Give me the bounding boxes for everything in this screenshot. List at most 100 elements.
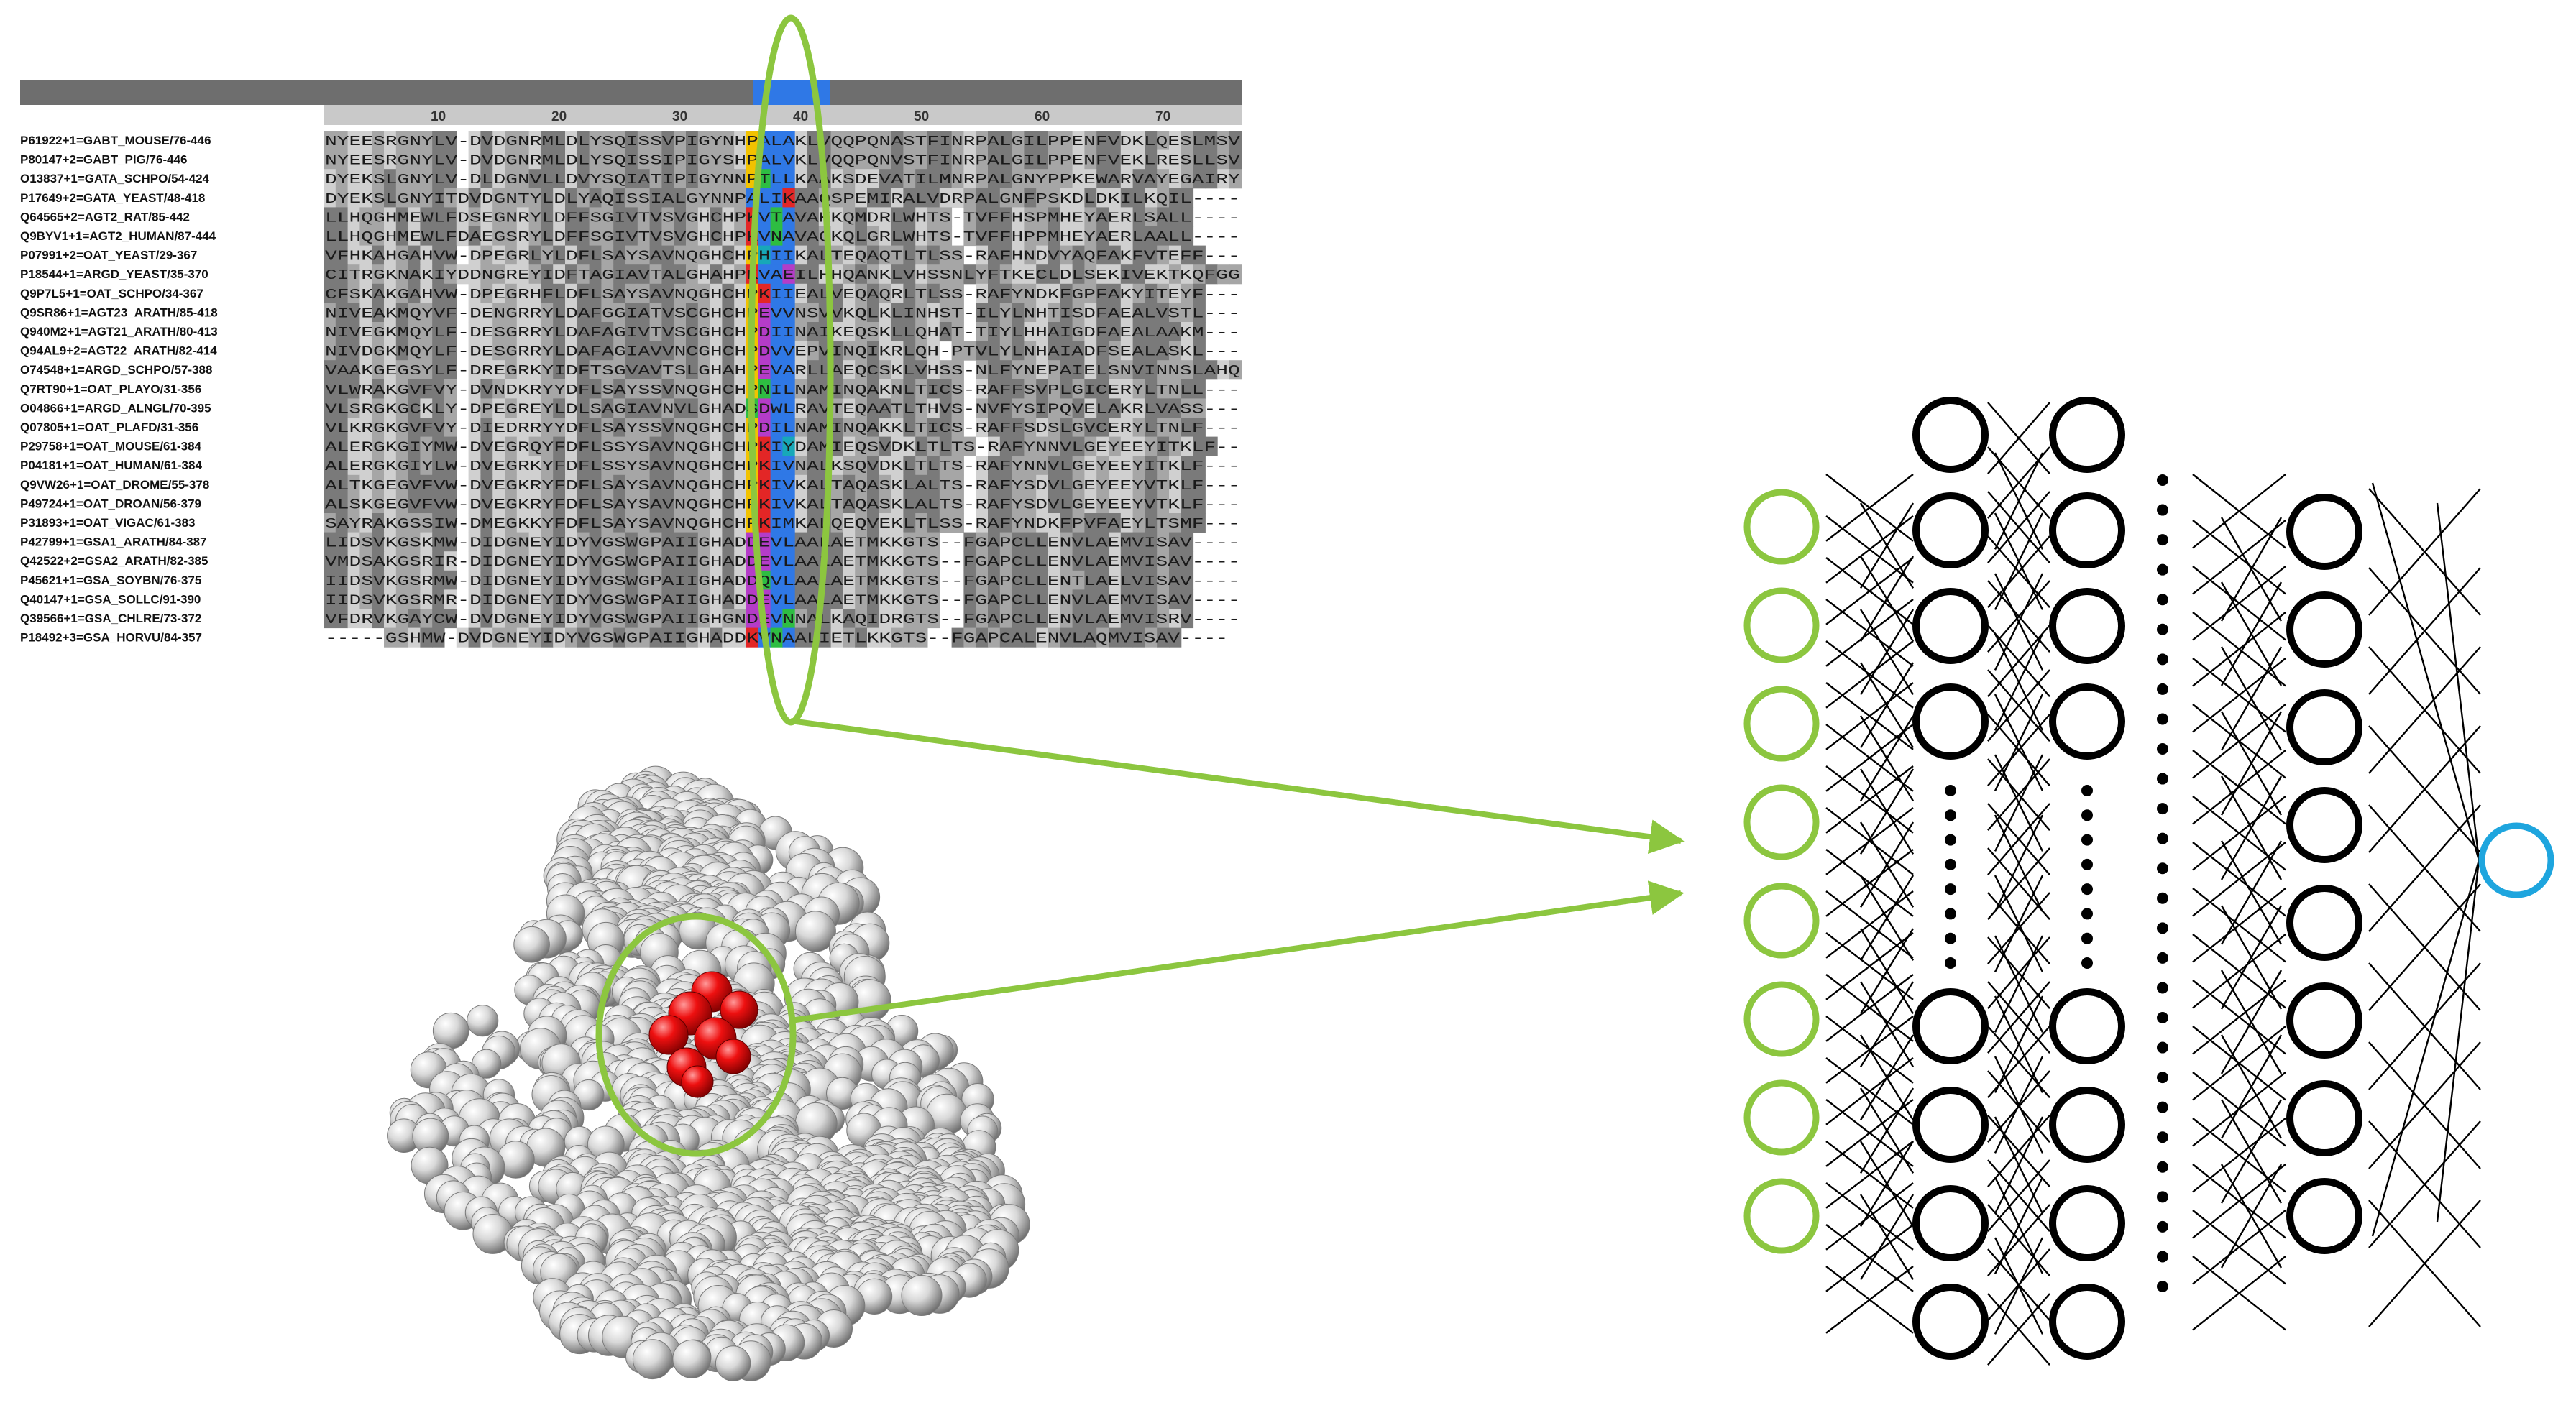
alignment-cell (927, 264, 940, 285)
alignment-cell (1084, 360, 1097, 380)
alignment-cell (891, 379, 904, 399)
alignment-cell (565, 456, 578, 476)
alignment-cell (613, 436, 626, 456)
alignment-cell (1157, 245, 1170, 265)
alignment-cell (432, 264, 445, 285)
alignment-cell (613, 303, 626, 323)
alignment-cell (1217, 264, 1230, 285)
alignment-cell (999, 398, 1013, 418)
alignment-cell (976, 341, 989, 361)
alignment-cell (1060, 245, 1073, 265)
alignment-cell (976, 398, 989, 418)
alignment-cell (408, 360, 421, 380)
alignment-cell (468, 207, 481, 227)
alignment-cell (1048, 418, 1061, 438)
alignment-cell (589, 436, 602, 456)
alignment-cell (1169, 131, 1182, 151)
alignment-cell (710, 360, 723, 380)
alignment-cell (420, 264, 433, 285)
alignment-cell (468, 245, 481, 265)
alignment-cell (516, 303, 530, 323)
alignment-cell (480, 245, 493, 265)
alignment-cell (1096, 169, 1109, 189)
alignment-cell (589, 207, 602, 227)
alignment-row-sequence: DYEKSLGNYLV-DLDGNVLLDVYSQIATIPIGYNNPTLLK… (325, 172, 1241, 188)
alignment-cell (577, 398, 590, 418)
alignment-sequences: NYEESRGNYLV-DVDGNRMLDLYSQISSVPIGYNHPALAK… (325, 134, 1241, 647)
alignment-cell (843, 322, 856, 342)
alignment-cell (1096, 188, 1109, 208)
alignment-row-sequence: DYEKSLGNYITDVDGNTYLDLYAQISSIALGYNNPALIKA… (325, 191, 1240, 207)
alignment-cell (444, 456, 457, 476)
alignment-cell (722, 303, 735, 323)
alignment-cell (722, 169, 735, 189)
alignment-cell (988, 283, 1001, 303)
active-site-atom (681, 1065, 714, 1098)
alignment-cell (432, 341, 445, 361)
alignment-cell (891, 322, 904, 342)
alignment-row-id: Q64565+2=AGT2_RAT/85-442 (20, 210, 190, 224)
layer-gap-ellipsis-dot (2157, 743, 2168, 755)
alignment-cell (1145, 379, 1158, 399)
alignment-cell (468, 149, 481, 170)
alignment-cell (915, 226, 928, 247)
alignment-cell (867, 283, 880, 303)
alignment-cell (335, 131, 349, 151)
alignment-cell (1084, 322, 1097, 342)
alignment-cell (577, 264, 590, 285)
alignment-cell (553, 379, 566, 399)
alignment-cell (625, 169, 638, 189)
alignment-cell (1181, 149, 1194, 170)
alignment-cell (372, 131, 385, 151)
layer-2-ellipsis-dot (2081, 858, 2093, 870)
layer-gap-ellipsis-dot (2157, 1161, 2168, 1173)
alignment-cell (516, 226, 530, 247)
alignment-cell (999, 341, 1013, 361)
hidden-node-layer-2 (2049, 1284, 2125, 1360)
alignment-cell (601, 149, 614, 170)
alignment-cell (830, 398, 843, 418)
alignment-cell (324, 245, 336, 265)
alignment-cell (324, 341, 336, 361)
alignment-cell (553, 456, 566, 476)
alignment-cell (601, 436, 614, 456)
layer-gap-ellipsis-dot (2157, 653, 2168, 666)
alignment-cell (697, 264, 711, 285)
alignment-cell (1132, 341, 1145, 361)
alignment-cell (988, 322, 1001, 342)
alignment-cell (722, 418, 735, 438)
alignment-cell (324, 322, 336, 342)
alignment-cell (444, 283, 457, 303)
alignment-cell (1145, 226, 1158, 247)
alignment-cell (649, 245, 662, 265)
alignment-cell (891, 360, 904, 380)
alignment-cell (372, 283, 385, 303)
alignment-row-id: P18492+3=GSA_HORVU/84-357 (20, 631, 202, 645)
alignment-cell (1084, 303, 1097, 323)
alignment-cell (420, 341, 433, 361)
layer-gap-ellipsis-dot (2157, 1101, 2168, 1113)
alignment-cell (492, 360, 505, 380)
alignment-cell (444, 360, 457, 380)
alignment-cell (963, 436, 976, 456)
alignment-cell (637, 322, 651, 342)
alignment-cell (395, 169, 409, 189)
alignment-cell (927, 360, 940, 380)
alignment-cell (661, 245, 674, 265)
alignment-cell (372, 169, 385, 189)
alignment-cell (1072, 226, 1085, 247)
alignment-cell (1145, 188, 1158, 208)
alignment-cell (565, 303, 578, 323)
alignment-cell (528, 341, 541, 361)
alignment-cell (444, 207, 457, 227)
alignment-cell (734, 379, 747, 399)
alignment-cell (384, 283, 397, 303)
alignment-cell (1060, 188, 1073, 208)
alignment-cell (613, 169, 626, 189)
alignment-cell (1024, 398, 1037, 418)
alignment-cell (903, 149, 916, 170)
alignment-cell (710, 131, 723, 151)
alignment-cell (528, 149, 541, 170)
alignment-cell (432, 322, 445, 342)
alignment-cell (1072, 418, 1085, 438)
